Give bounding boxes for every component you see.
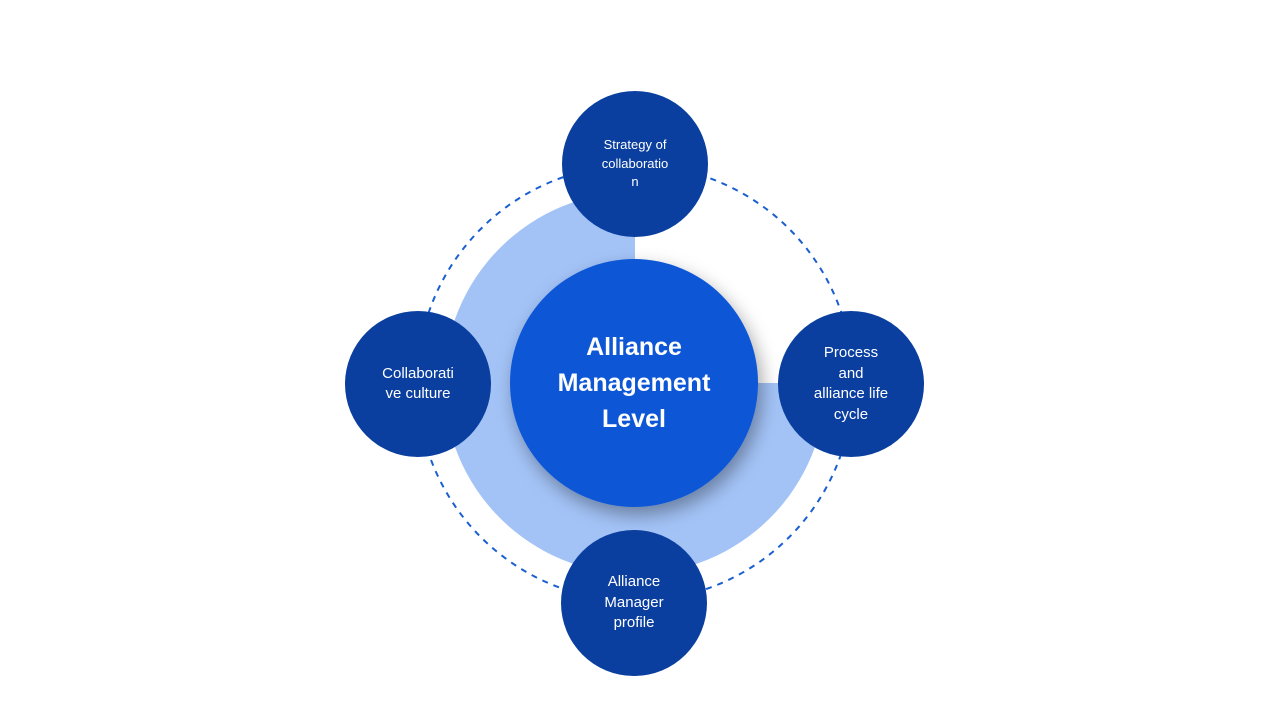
node-circle-bottom [561,530,707,676]
node-label-bottom: Alliance Manager profile [604,573,664,632]
node-label-left: Collaborati ve culture [382,364,454,403]
node-label-top: Strategy of collaboratio n [601,137,669,190]
node-label-right: Process and alliance life cycle [813,344,889,423]
center-circle [510,259,758,507]
node-circle-left [345,311,491,457]
center-label: Alliance Management Level [557,333,711,433]
node-circle-top [562,91,708,237]
node-circle-right [778,311,924,457]
